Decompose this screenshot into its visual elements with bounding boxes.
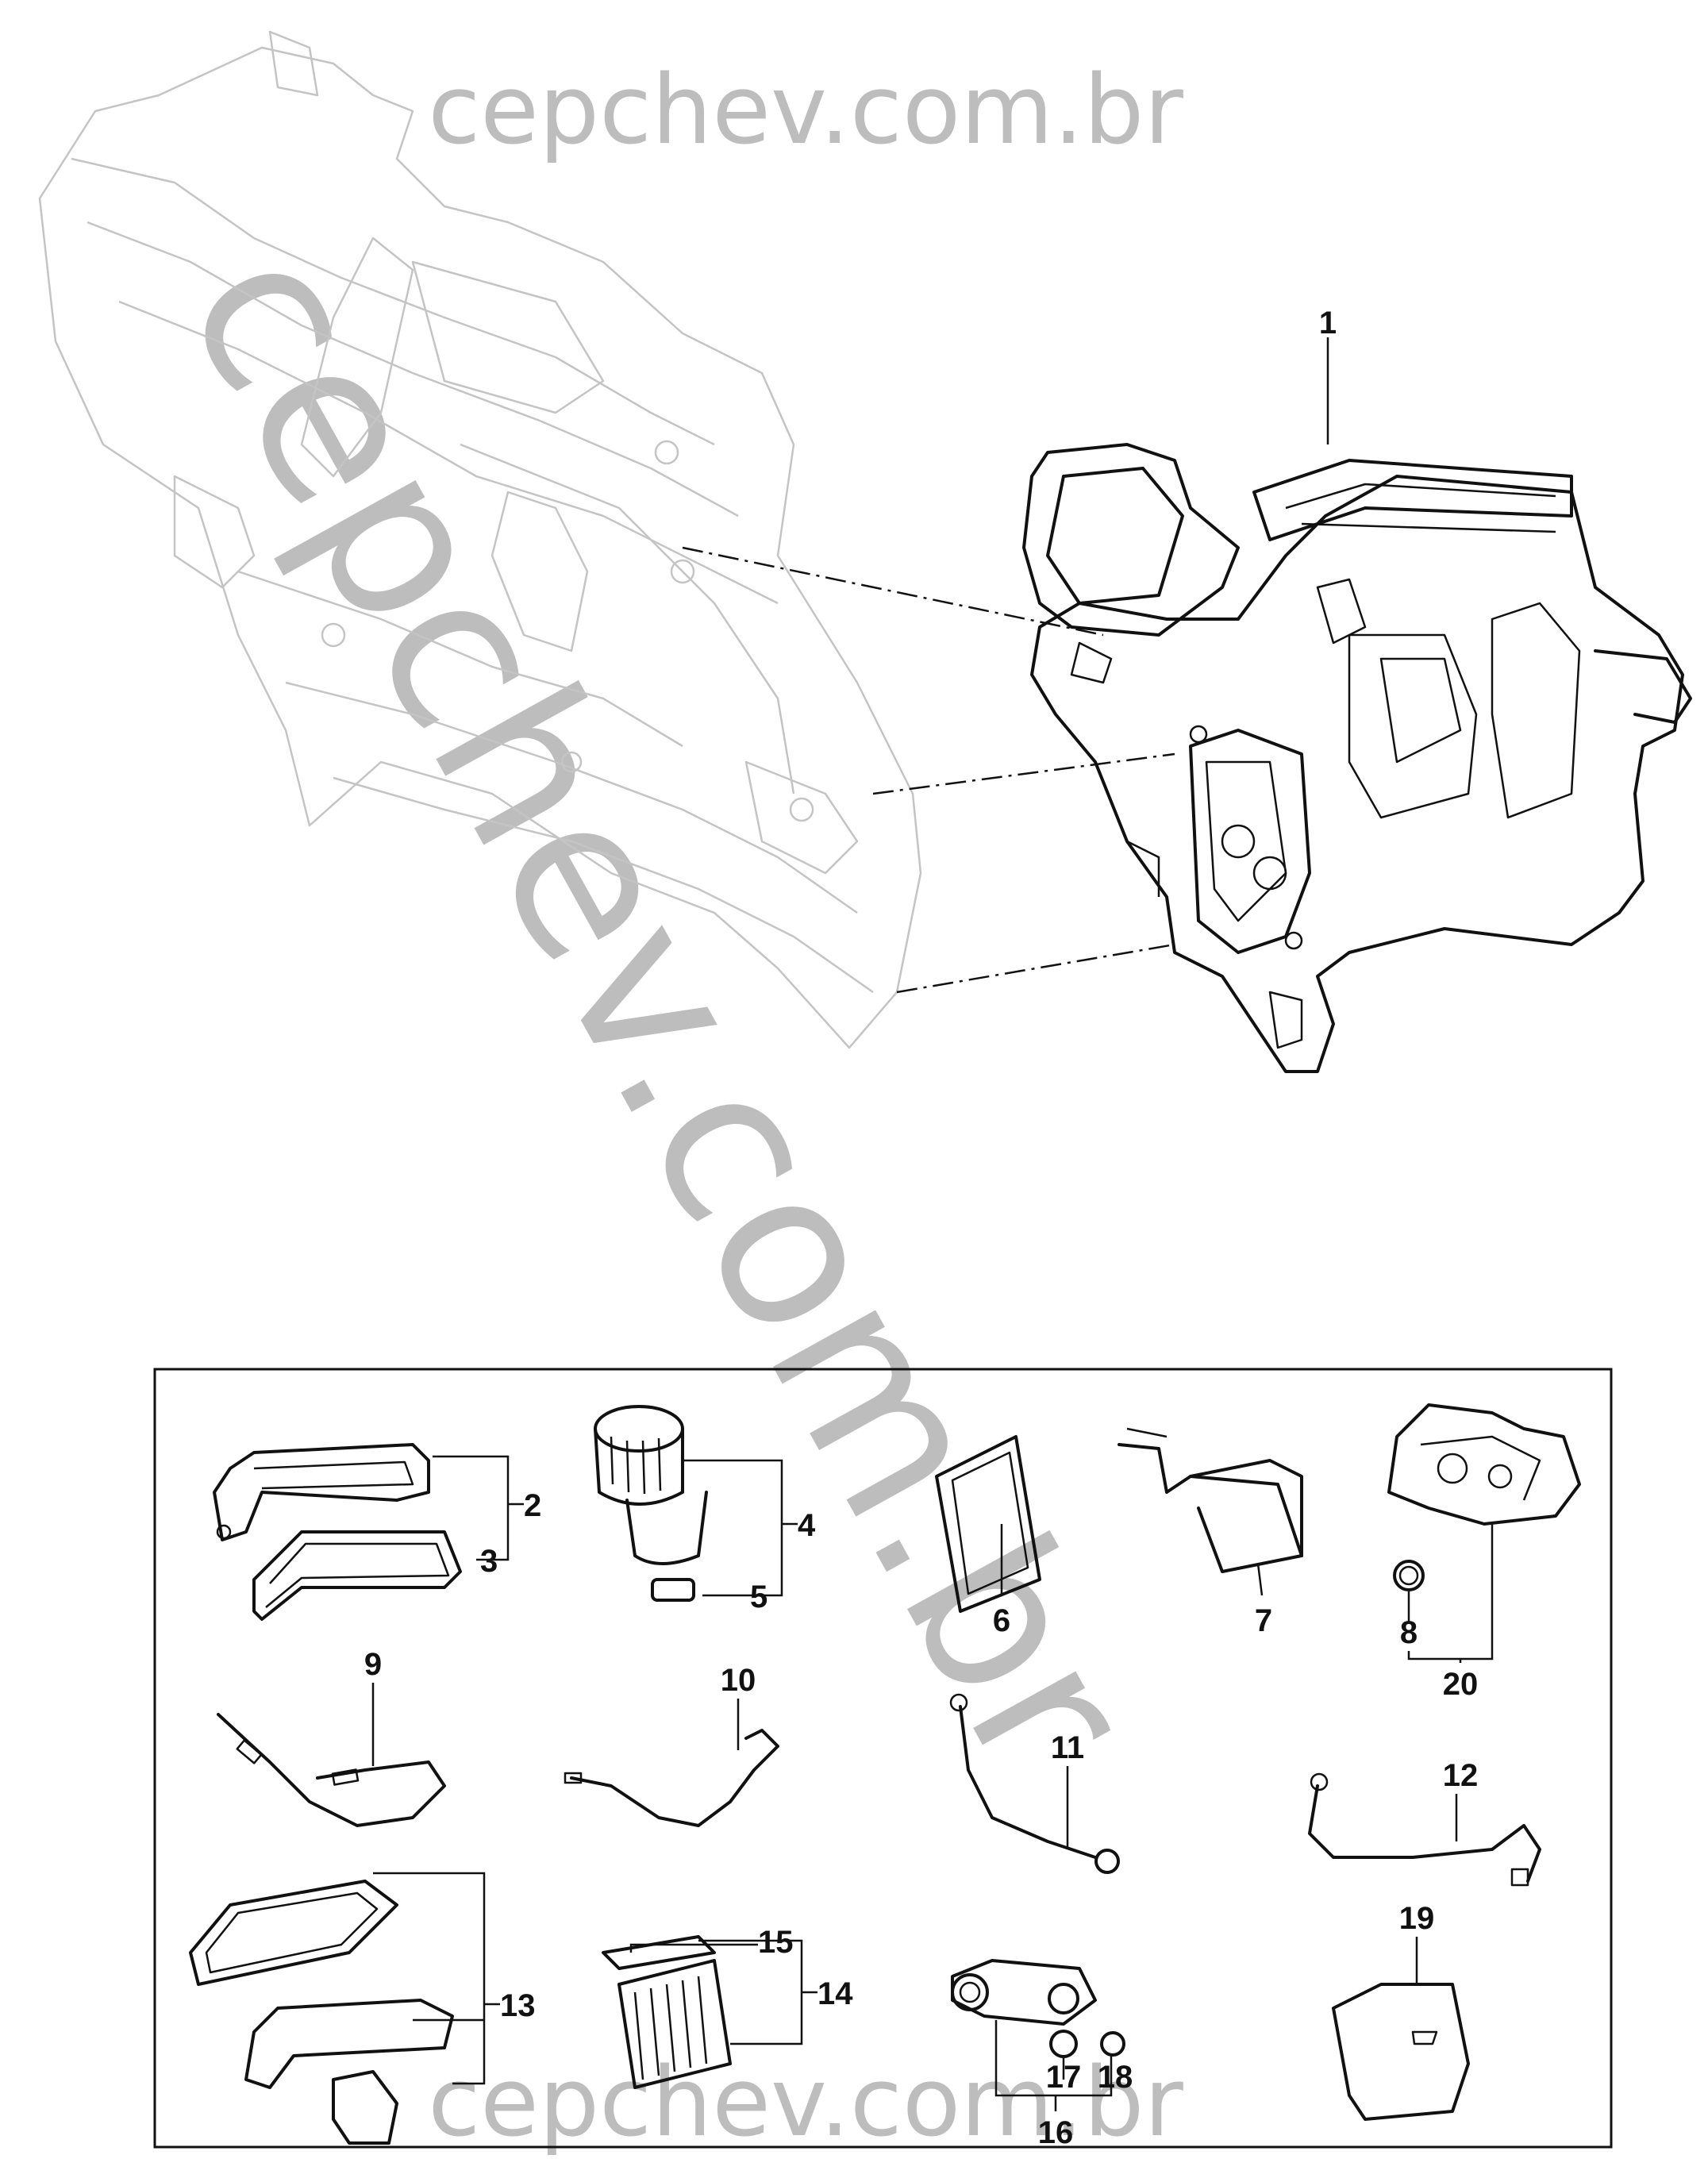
part-expansion-valve: [951, 1959, 1097, 2026]
part-hose-11: [949, 1693, 1120, 1874]
callout-5: 5: [750, 1580, 767, 1614]
callout-6: 6: [993, 1603, 1010, 1638]
callout-19: 19: [1399, 1901, 1435, 1936]
callout-3: 3: [480, 1544, 498, 1579]
callout-labels: 1 2 3 4 5 6 7 8 20 9 10 11 12 13 14 15 1…: [364, 306, 1478, 2150]
watermark-top: cepchev.com.br: [428, 56, 1183, 166]
callout-9: 9: [364, 1647, 382, 1682]
part-pollen-filter: [602, 1935, 732, 2089]
part-o-ring-18: [1100, 2031, 1125, 2057]
watermark-bottom: cepchev.com.br: [428, 2048, 1183, 2158]
callout-12: 12: [1443, 1758, 1479, 1793]
part-gasket: [1393, 1560, 1425, 1591]
callout-17: 17: [1046, 2060, 1082, 2095]
part-blower-motor: [594, 1405, 708, 1602]
callout-14: 14: [817, 1976, 853, 2011]
callout-13: 13: [500, 1988, 536, 2023]
part-filter-frame: [935, 1435, 1041, 1613]
part-blower-case: [1387, 1403, 1581, 1526]
part-pipe-12: [1308, 1772, 1541, 1887]
alignment-lines: [682, 546, 1175, 994]
part-cover-19: [1332, 1983, 1470, 2121]
callout-1: 1: [1319, 306, 1337, 341]
callout-8: 8: [1400, 1615, 1418, 1650]
parts-box: [153, 1368, 1613, 2149]
callout-18: 18: [1098, 2060, 1133, 2095]
part-heater-core: [1118, 1427, 1303, 1573]
callout-20: 20: [1443, 1667, 1479, 1702]
watermark-diagonal: cepchev.com.br: [138, 205, 1182, 1814]
part-inlet-duct: [213, 1443, 430, 1541]
vehicle-dashboard-structure: [38, 30, 922, 1049]
leader-lines: [371, 337, 1494, 2111]
callout-4: 4: [798, 1508, 816, 1543]
callout-10: 10: [721, 1663, 756, 1698]
callout-2: 2: [524, 1488, 541, 1523]
part-cable-10: [564, 1729, 779, 1827]
part-inlet-seal: [252, 1530, 462, 1621]
callout-11: 11: [1051, 1730, 1084, 1765]
callout-16: 16: [1038, 2115, 1074, 2150]
callout-15: 15: [758, 1925, 794, 1960]
callout-7: 7: [1255, 1603, 1272, 1638]
hvac-housing-assembly: [1022, 443, 1692, 1073]
part-cable-9: [217, 1713, 446, 1827]
part-duct-kit: [189, 1880, 454, 2145]
